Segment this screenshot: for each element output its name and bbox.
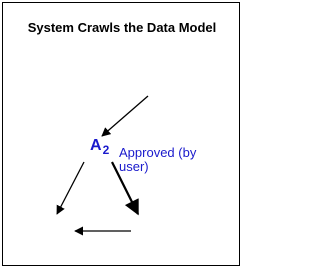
- right-down-arrow: [111, 161, 139, 216]
- arrows-layer: [56, 95, 149, 236]
- diagram-title: System Crawls the Data Model: [27, 20, 217, 35]
- node-subscript: 2: [102, 143, 110, 157]
- node-a2-label: A2: [90, 138, 109, 158]
- left-down-arrow: [56, 161, 85, 215]
- incoming-arrow: [101, 95, 149, 137]
- diagram-frame: [2, 2, 240, 266]
- approved-annotation: Approved (by user): [119, 145, 197, 174]
- node-letter: A: [90, 137, 102, 154]
